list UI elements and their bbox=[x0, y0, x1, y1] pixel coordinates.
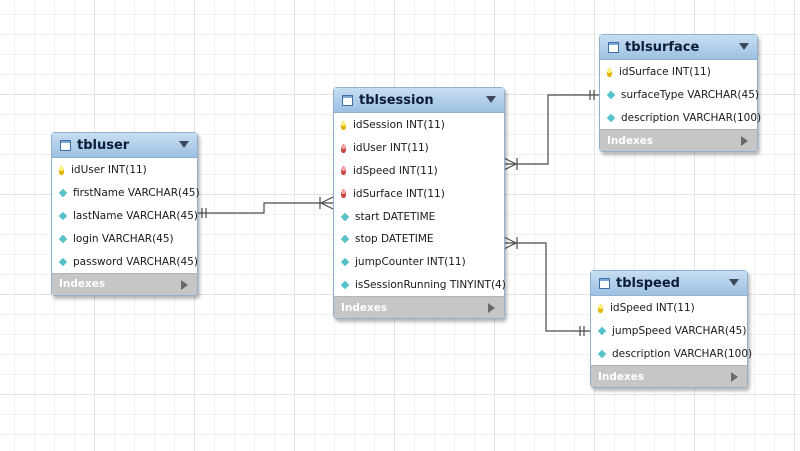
column-row[interactable]: start DATETIME bbox=[334, 205, 504, 228]
expand-arrow-icon[interactable] bbox=[488, 303, 495, 314]
table-icon bbox=[60, 139, 71, 151]
expand-arrow-icon[interactable] bbox=[731, 372, 738, 383]
table-icon bbox=[342, 94, 353, 106]
rel-speed-session bbox=[504, 242, 590, 332]
rel-user-session bbox=[197, 202, 333, 214]
column-row[interactable]: jumpCounter INT(11) bbox=[334, 251, 504, 274]
collapse-chevron-icon[interactable] bbox=[739, 43, 749, 50]
table-icon bbox=[608, 41, 619, 53]
column-label: password VARCHAR(45) bbox=[73, 255, 198, 268]
table-title: tblspeed bbox=[616, 275, 680, 291]
rel-surface-session bbox=[504, 94, 599, 165]
column-row[interactable]: idSpeed INT(11) bbox=[591, 297, 747, 320]
column-label: stop DATETIME bbox=[355, 233, 434, 246]
column-label: idUser INT(11) bbox=[71, 164, 147, 177]
table-header[interactable]: tbluser bbox=[52, 133, 197, 158]
indexes-label: Indexes bbox=[341, 301, 388, 314]
column-label: jumpSpeed VARCHAR(45) bbox=[612, 325, 747, 338]
table-tblspeed[interactable]: tblspeed idSpeed INT(11) jumpSpeed VARCH… bbox=[590, 270, 752, 389]
indexes-label: Indexes bbox=[598, 370, 645, 383]
column-label: login VARCHAR(45) bbox=[73, 232, 174, 245]
column-row[interactable]: jumpSpeed VARCHAR(45) bbox=[591, 320, 747, 343]
collapse-chevron-icon[interactable] bbox=[179, 141, 189, 148]
column-label: lastName VARCHAR(45) bbox=[73, 209, 198, 222]
column-row[interactable]: stop DATETIME bbox=[334, 228, 504, 251]
column-row[interactable]: idSpeed INT(11) bbox=[334, 160, 504, 183]
column-label: idSession INT(11) bbox=[353, 119, 445, 132]
collapse-chevron-icon[interactable] bbox=[486, 96, 496, 103]
column-diamond-icon bbox=[340, 212, 350, 221]
column-diamond-icon bbox=[58, 188, 68, 198]
column-label: isSessionRunning TINYINT(4) bbox=[355, 278, 506, 291]
indexes-label: Indexes bbox=[607, 134, 654, 147]
indexes-section[interactable]: Indexes bbox=[52, 272, 197, 295]
column-label: idSpeed INT(11) bbox=[610, 302, 695, 315]
indexes-label: Indexes bbox=[59, 278, 106, 291]
table-header[interactable]: tblspeed bbox=[591, 271, 747, 296]
column-row[interactable]: idUser INT(11) bbox=[334, 137, 504, 160]
indexes-section[interactable]: Indexes bbox=[334, 296, 504, 319]
primary-key-icon bbox=[341, 120, 346, 130]
column-diamond-icon bbox=[58, 257, 68, 266]
column-row[interactable]: idSurface INT(11) bbox=[334, 182, 504, 205]
column-diamond-icon bbox=[606, 113, 616, 123]
indexes-section[interactable]: Indexes bbox=[600, 129, 757, 152]
column-label: idUser INT(11) bbox=[353, 142, 429, 155]
foreign-key-icon bbox=[341, 189, 346, 199]
column-row[interactable]: description VARCHAR(100) bbox=[591, 343, 752, 366]
table-header[interactable]: tblsession bbox=[334, 88, 504, 113]
column-row[interactable]: firstName VARCHAR(45) bbox=[52, 182, 200, 205]
column-label: idSurface INT(11) bbox=[619, 66, 711, 79]
table-title: tbluser bbox=[77, 137, 130, 153]
column-label: description VARCHAR(100) bbox=[612, 347, 753, 360]
table-tblsurface[interactable]: tblsurface idSurface INT(11) surfaceType… bbox=[599, 34, 761, 153]
primary-key-icon bbox=[607, 67, 612, 77]
column-label: start DATETIME bbox=[355, 210, 436, 223]
column-row[interactable]: password VARCHAR(45) bbox=[52, 250, 198, 273]
foreign-key-icon bbox=[341, 143, 346, 153]
primary-key-icon bbox=[598, 303, 603, 313]
column-row[interactable]: surfaceType VARCHAR(45) bbox=[600, 84, 759, 107]
table-tbluser[interactable]: tbluser idUser INT(11) firstName VARCHAR… bbox=[51, 132, 200, 296]
table-icon bbox=[599, 277, 610, 289]
table-tblsession[interactable]: tblsession idSession INT(11) idUser INT(… bbox=[333, 87, 506, 320]
column-label: idSurface INT(11) bbox=[353, 187, 445, 200]
collapse-chevron-icon[interactable] bbox=[729, 279, 739, 286]
column-row[interactable]: idSurface INT(11) bbox=[600, 61, 757, 84]
column-diamond-icon bbox=[340, 280, 350, 290]
column-diamond-icon bbox=[58, 211, 68, 221]
column-label: description VARCHAR(100) bbox=[621, 111, 762, 124]
foreign-key-icon bbox=[341, 166, 346, 176]
table-title: tblsession bbox=[359, 92, 434, 108]
column-diamond-icon bbox=[606, 90, 616, 100]
column-label: firstName VARCHAR(45) bbox=[73, 187, 200, 200]
column-label: jumpCounter INT(11) bbox=[355, 256, 466, 269]
column-row[interactable]: idSession INT(11) bbox=[334, 114, 504, 137]
column-row[interactable]: isSessionRunning TINYINT(4) bbox=[334, 274, 506, 297]
column-diamond-icon bbox=[58, 234, 68, 244]
column-label: idSpeed INT(11) bbox=[353, 164, 438, 177]
column-label: surfaceType VARCHAR(45) bbox=[621, 89, 759, 102]
expand-arrow-icon[interactable] bbox=[181, 279, 188, 290]
column-diamond-icon bbox=[597, 326, 607, 336]
table-title: tblsurface bbox=[625, 39, 700, 55]
column-diamond-icon bbox=[597, 349, 607, 359]
table-header[interactable]: tblsurface bbox=[600, 35, 757, 60]
column-diamond-icon bbox=[340, 235, 350, 244]
primary-key-icon bbox=[59, 165, 64, 175]
column-row[interactable]: login VARCHAR(45) bbox=[52, 227, 197, 250]
indexes-section[interactable]: Indexes bbox=[591, 365, 747, 388]
column-row[interactable]: idUser INT(11) bbox=[52, 159, 197, 182]
column-row[interactable]: lastName VARCHAR(45) bbox=[52, 205, 198, 228]
column-diamond-icon bbox=[340, 257, 350, 267]
column-row[interactable]: description VARCHAR(100) bbox=[600, 107, 761, 130]
expand-arrow-icon[interactable] bbox=[741, 136, 748, 147]
